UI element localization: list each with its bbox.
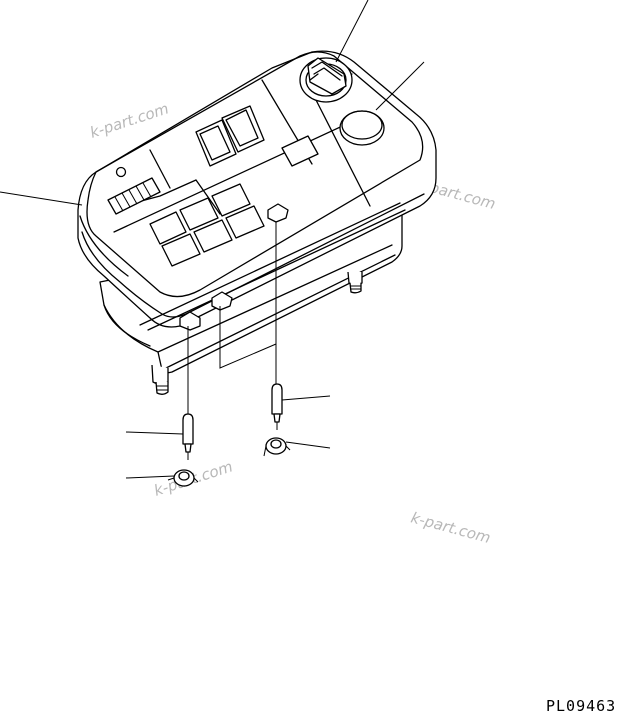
indicator-lamp [115,166,127,178]
leader-line [125,431,184,435]
bar-gauge [107,177,161,215]
switch-button-cluster [149,183,265,267]
bulb-right [271,383,283,430]
rotary-switch [299,57,353,103]
mounting-stud-right [347,271,363,294]
small-display-window [281,135,319,167]
mounting-stud-left [151,364,169,395]
leader-line [125,475,175,479]
leader-line [281,395,331,401]
bulb-socket-3 [267,203,289,223]
socket-left [167,469,199,487]
part-code: PL09463 [546,697,616,715]
display-window-pair [195,105,265,167]
bulb-socket-2 [211,291,233,311]
leader-line [335,0,369,63]
leader-line [0,191,83,206]
bulb-socket-1 [179,311,201,331]
bulb-left [182,413,194,460]
socket-right [263,437,291,457]
leader-line [375,61,425,111]
round-knob [339,110,385,146]
leader-line [285,441,331,449]
watermark: k-part.com [409,508,493,547]
